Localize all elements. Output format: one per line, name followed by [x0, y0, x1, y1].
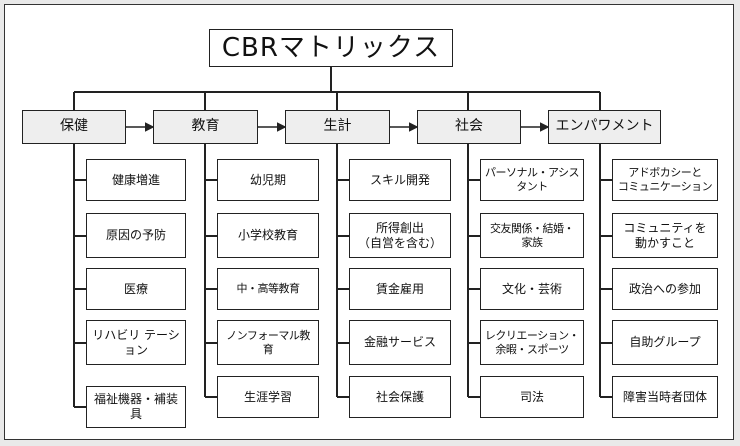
item-health-2: 原因の予防	[86, 213, 186, 258]
item-education-5: 生涯学習	[217, 376, 319, 418]
item-health-5: 福祉機器・補装具	[86, 386, 186, 428]
item-social-2: 交友関係・結婚・ 家族	[480, 213, 584, 258]
item-livelihood-2: 所得創出 （自営を含む）	[349, 213, 451, 258]
item-social-3: 文化・芸術	[480, 268, 584, 310]
item-empowerment-2: コミュニティを 動かすこと	[612, 213, 718, 258]
item-livelihood-3: 賃金雇用	[349, 268, 451, 310]
category-empowerment: エンパワメント	[548, 110, 661, 144]
category-education: 教育	[153, 110, 258, 144]
item-livelihood-1: スキル開発	[349, 159, 451, 201]
category-health: 保健	[22, 110, 126, 144]
item-empowerment-1: アドボカシーと コミュニケーション	[612, 159, 718, 201]
item-empowerment-3: 政治への参加	[612, 268, 718, 310]
item-health-1: 健康増進	[86, 159, 186, 201]
diagram-title: CBRマトリックス	[209, 29, 453, 67]
item-livelihood-4: 金融サービス	[349, 320, 451, 365]
item-empowerment-5: 障害当時者団体	[612, 376, 718, 418]
item-empowerment-4: 自助グループ	[612, 320, 718, 365]
item-education-1: 幼児期	[217, 159, 319, 201]
item-social-5: 司法	[480, 376, 584, 418]
item-education-4: ノンフォーマル教育	[217, 320, 319, 365]
branch-lines	[74, 179, 612, 408]
item-education-2: 小学校教育	[217, 213, 319, 258]
item-livelihood-5: 社会保護	[349, 376, 451, 418]
item-health-4: リハビリ テーション	[86, 320, 186, 365]
category-livelihood: 生計	[285, 110, 390, 144]
item-social-1: パーソナル・アシスタント	[480, 159, 584, 201]
category-social: 社会	[417, 110, 521, 144]
item-social-4: レクリエーション・ 余暇・スポーツ	[480, 320, 584, 365]
item-health-3: 医療	[86, 268, 186, 310]
item-education-3: 中・高等教育	[217, 268, 319, 310]
